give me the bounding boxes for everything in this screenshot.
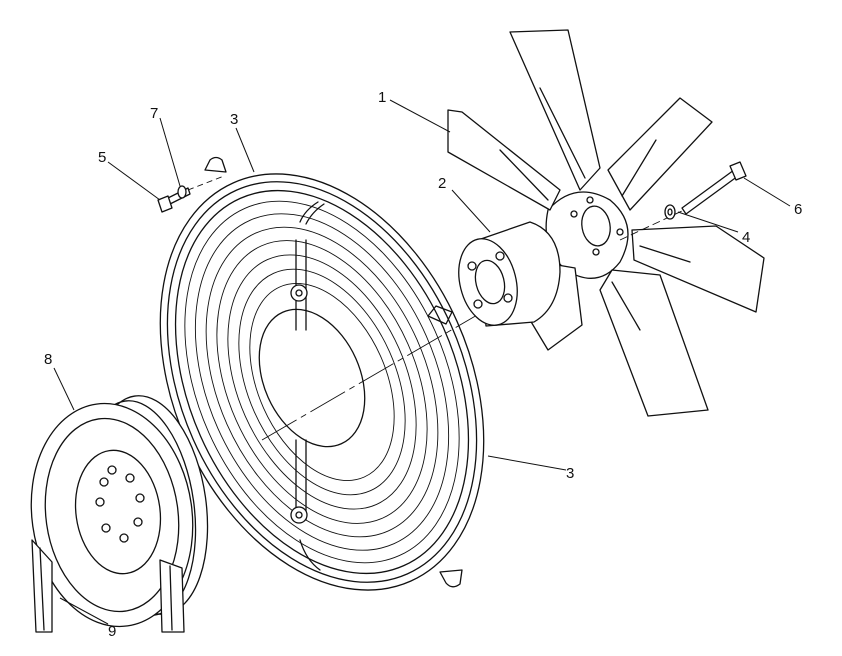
fan-blade	[447, 29, 765, 417]
callout-7: 7	[150, 105, 158, 122]
leader-lines	[53, 99, 791, 625]
drive-pulley	[30, 395, 209, 628]
callout-3-top: 3	[230, 111, 238, 128]
callout-1: 1	[378, 89, 386, 106]
fan-spacer	[458, 221, 561, 327]
v-belts	[31, 539, 185, 633]
lock-washer	[664, 204, 676, 220]
callout-labels: 1 2 3 3 4 5 6 7 8 9	[44, 89, 802, 640]
callout-4: 4	[742, 229, 750, 246]
callout-5: 5	[98, 149, 106, 166]
callout-2: 2	[438, 175, 446, 192]
guard-washer	[177, 185, 187, 199]
callout-3-bottom: 3	[566, 465, 574, 482]
callout-8: 8	[44, 351, 52, 368]
fan-guard	[159, 156, 485, 591]
callout-6: 6	[794, 201, 802, 218]
fan-bolt	[619, 161, 747, 241]
callout-9: 9	[108, 623, 116, 640]
